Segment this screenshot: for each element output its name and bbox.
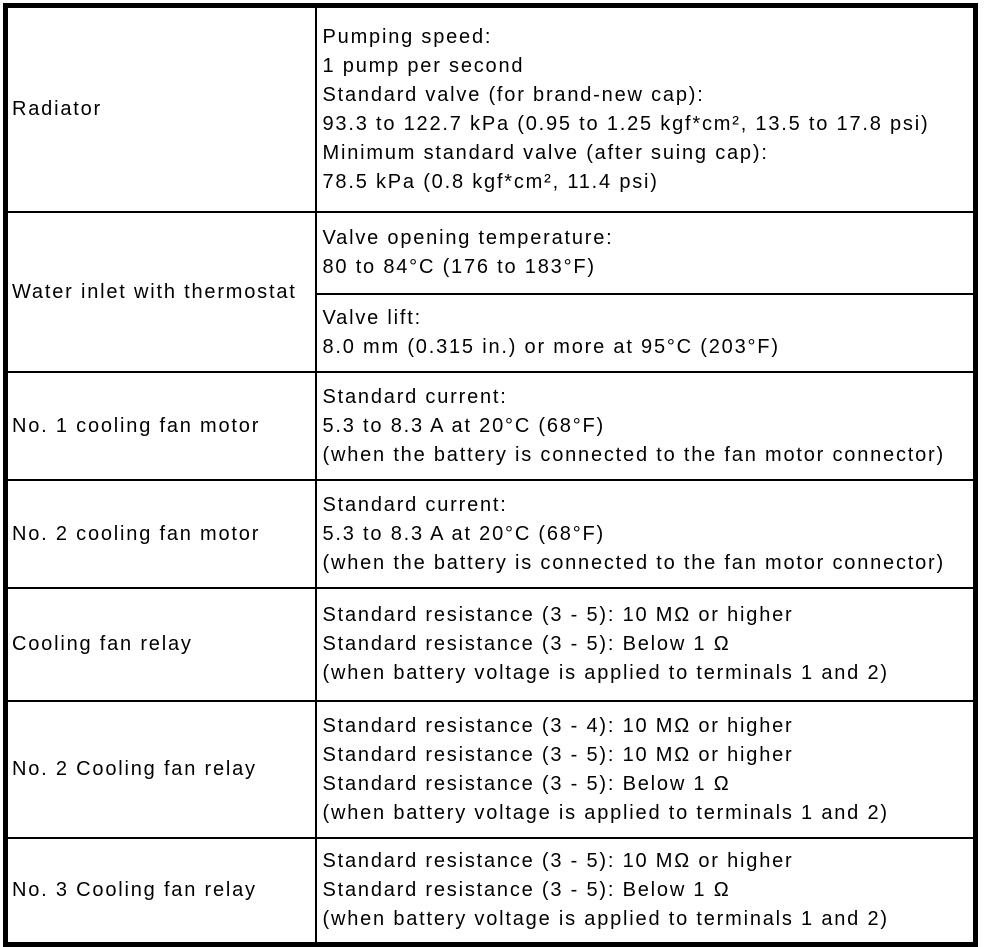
fan-motor-1-label: No. 1 cooling fan motor xyxy=(4,371,317,481)
row-cooling-fan-relay-3: No. 3 Cooling fan relay Standard resista… xyxy=(4,837,977,946)
cooling-fan-relay-2-label: No. 2 Cooling fan relay xyxy=(4,700,317,839)
row-water-inlet-a: Water inlet with thermostat Valve openin… xyxy=(4,211,977,373)
cooling-fan-relay-3-label: No. 3 Cooling fan relay xyxy=(4,837,317,946)
radiator-label: Radiator xyxy=(4,4,317,213)
water-inlet-valve-lift-specs: Valve lift: 8.0 mm (0.315 in.) or more a… xyxy=(314,293,977,373)
radiator-specs: Pumping speed: 1 pump per second Standar… xyxy=(314,4,977,213)
fan-motor-2-specs: Standard current: 5.3 to 8.3 A at 20°C (… xyxy=(314,479,977,589)
row-radiator: Radiator Pumping speed: 1 pump per secon… xyxy=(4,4,977,213)
row-fan-motor-2: No. 2 cooling fan motor Standard current… xyxy=(4,479,977,589)
water-inlet-valve-opening-specs: Valve opening temperature: 80 to 84°C (1… xyxy=(314,211,977,295)
specifications-table: Radiator Pumping speed: 1 pump per secon… xyxy=(3,3,978,947)
cooling-fan-relay-2-specs: Standard resistance (3 - 4): 10 MΩ or hi… xyxy=(314,700,977,839)
row-cooling-fan-relay: Cooling fan relay Standard resistance (3… xyxy=(4,587,977,702)
water-inlet-label: Water inlet with thermostat xyxy=(4,211,317,373)
cooling-fan-relay-3-specs: Standard resistance (3 - 5): 10 MΩ or hi… xyxy=(314,837,977,946)
cooling-fan-relay-label: Cooling fan relay xyxy=(4,587,317,702)
cooling-fan-relay-specs: Standard resistance (3 - 5): 10 MΩ or hi… xyxy=(314,587,977,702)
fan-motor-1-specs: Standard current: 5.3 to 8.3 A at 20°C (… xyxy=(314,371,977,481)
fan-motor-2-label: No. 2 cooling fan motor xyxy=(4,479,317,589)
row-water-inlet-b: Valve lift: 8.0 mm (0.315 in.) or more a… xyxy=(6,293,977,373)
row-fan-motor-1: No. 1 cooling fan motor Standard current… xyxy=(4,371,977,481)
document-page: { "table": { "rows": [ { "component": "R… xyxy=(0,3,992,947)
row-cooling-fan-relay-2: No. 2 Cooling fan relay Standard resista… xyxy=(4,700,977,839)
